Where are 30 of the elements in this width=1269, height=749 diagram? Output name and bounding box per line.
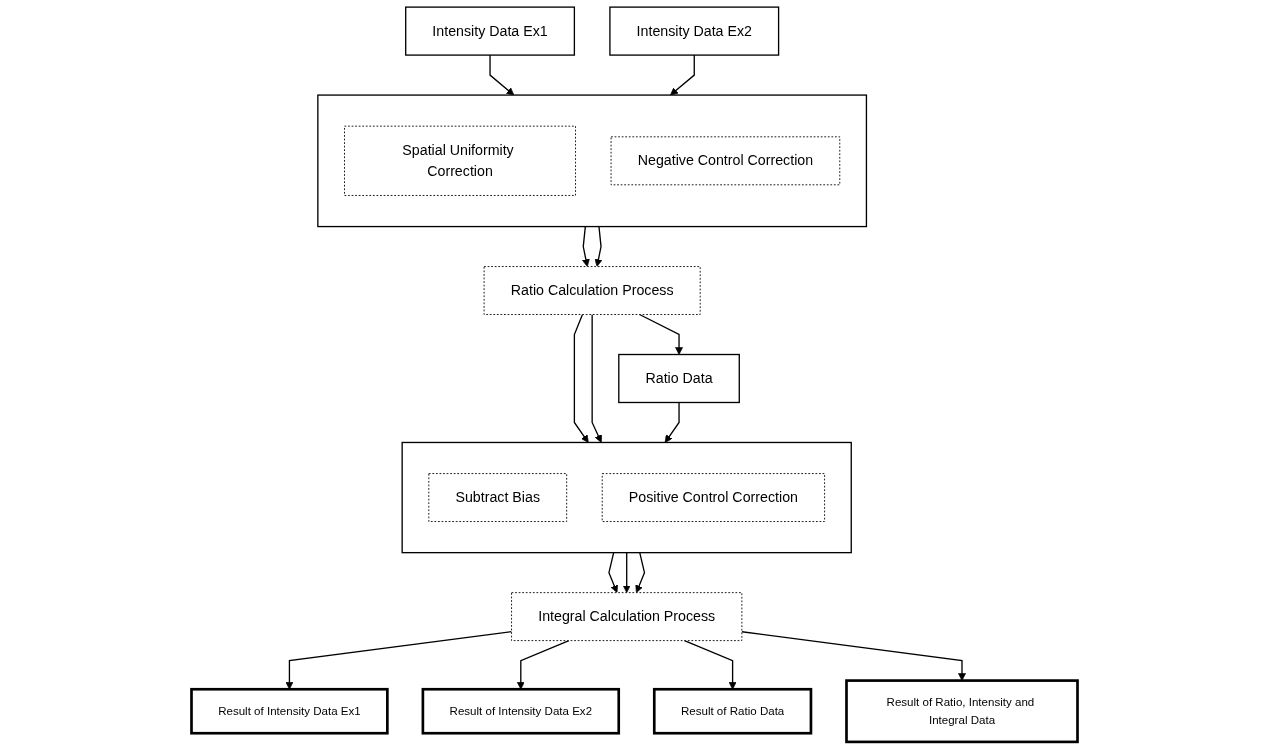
arrow — [635, 551, 646, 593]
node-box: Intensity Data Ex1 — [405, 6, 576, 56]
cluster — [401, 441, 852, 554]
arrow — [489, 54, 515, 96]
arrow — [741, 631, 966, 681]
arrow — [638, 313, 683, 355]
arrow — [594, 225, 603, 267]
node-box: Spatial Uniformity Correction — [344, 125, 576, 196]
node-box: Result of Intensity Data Ex2 — [421, 687, 621, 735]
node-box: Ratio Data — [618, 353, 740, 404]
node-box: Result of Intensity Data Ex1 — [190, 687, 389, 735]
arrow — [670, 54, 695, 96]
node-box: Result of Ratio, Intensity and Integral Data — [845, 679, 1079, 744]
arrow — [582, 225, 590, 267]
node-box: Ratio Calculation Process — [483, 266, 701, 315]
arrow — [591, 313, 602, 443]
arrow — [516, 639, 570, 690]
arrow — [608, 551, 618, 593]
arrow — [622, 551, 631, 593]
arrow — [664, 401, 680, 443]
node-box: Subtract Bias — [428, 473, 568, 522]
node-box: Positive Control Correction — [601, 473, 826, 522]
node-box: Intensity Data Ex2 — [609, 6, 780, 56]
arrow — [683, 639, 737, 690]
arrow — [573, 313, 589, 443]
node-box: Integral Calculation Process — [511, 592, 743, 642]
cluster — [317, 94, 868, 228]
node-box: Negative Control Correction — [610, 136, 841, 186]
arrow — [285, 630, 513, 690]
node-box: Result of Ratio Data — [652, 687, 813, 735]
